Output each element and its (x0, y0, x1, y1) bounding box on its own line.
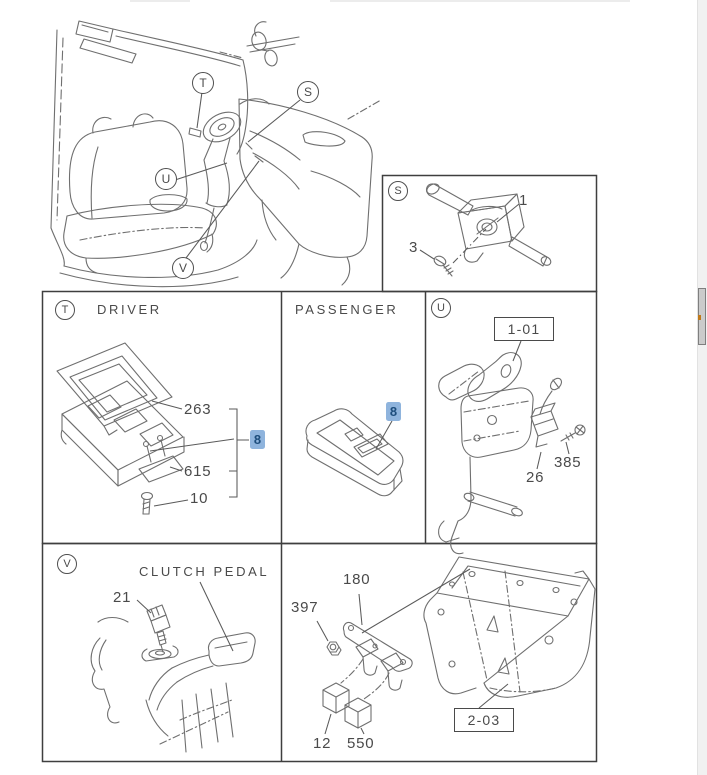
passenger-switch-drawing (305, 408, 404, 497)
section-letter-text: V (63, 557, 71, 570)
overview-callout-u[interactable]: U (155, 168, 177, 190)
highlighted-part-8-driver[interactable]: 8 (250, 430, 265, 449)
section-letter-t: T (55, 300, 75, 320)
callout-letter: U (161, 172, 171, 186)
part-callout-26[interactable]: 26 (526, 469, 545, 486)
passenger-section-title: PASSENGER (295, 302, 399, 317)
combination-switch-drawing (425, 183, 552, 277)
callout-letter: S (303, 85, 312, 99)
ref-box-2-03[interactable]: 2-03 (454, 708, 514, 732)
driver-switch-drawing (56, 342, 185, 515)
panel-grid (41, 174, 598, 763)
clutch-pedal-label: CLUTCH PEDAL (139, 564, 270, 579)
cab-interior-illustration (50, 20, 382, 288)
section-letter-u: U (431, 298, 451, 318)
overview-callout-t[interactable]: T (192, 72, 214, 94)
relay-bracket-drawing (322, 556, 596, 729)
scrollbar-track[interactable] (697, 0, 707, 775)
overview-callout-s[interactable]: S (297, 81, 319, 103)
leader-lines (136, 91, 570, 735)
viewport-top-edge (330, 0, 630, 2)
part-callout-550[interactable]: 550 (347, 735, 375, 752)
scrollbar-position-marker (698, 315, 701, 320)
section-letter-text: T (61, 303, 69, 316)
callout-letter: T (199, 76, 207, 90)
part-callout-615[interactable]: 615 (184, 463, 212, 480)
part-callout-12[interactable]: 12 (313, 735, 332, 752)
driver-section-title: DRIVER (97, 302, 162, 317)
highlighted-part-8-passenger[interactable]: 8 (386, 402, 401, 421)
part-callout-263[interactable]: 263 (184, 401, 212, 418)
pedal-bracket-drawing (438, 352, 586, 555)
section-letter-text: U (437, 301, 445, 314)
callout-letter: V (178, 261, 187, 275)
ref-box-1-01[interactable]: 1-01 (494, 317, 554, 341)
part-callout-385[interactable]: 385 (554, 454, 582, 471)
section-letter-text: S (394, 184, 402, 197)
part-callout-21[interactable]: 21 (113, 589, 132, 606)
viewport-top-edge (130, 0, 190, 2)
part-callout-397[interactable]: 397 (291, 599, 319, 616)
part-callout-180[interactable]: 180 (343, 571, 371, 588)
overview-callout-v[interactable]: V (172, 257, 194, 279)
section-letter-s: S (388, 181, 408, 201)
section-letter-v: V (57, 554, 77, 574)
clutch-pedal-drawing (90, 604, 256, 753)
part-callout-10[interactable]: 10 (190, 490, 209, 507)
part-callout-3[interactable]: 3 (409, 239, 419, 256)
part-callout-1[interactable]: 1 (519, 192, 529, 209)
